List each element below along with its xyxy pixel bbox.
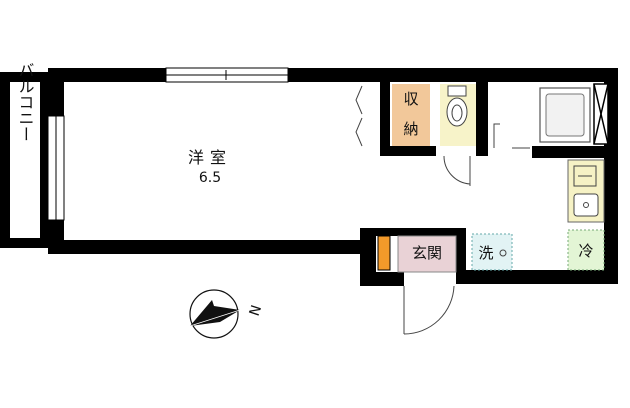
washer-space: 洗 [471,233,513,271]
bath-door-swing-icon [493,123,500,148]
closet-label-top: 収 [403,90,418,108]
shoe-box [377,235,391,271]
balcony: バルコニー [0,62,48,248]
drain-icon [499,249,507,257]
balcony-label: バルコニー [16,62,35,142]
compass-north-label: N [247,303,265,318]
toilet-icon [446,85,468,127]
western-room-label: 洋室 [188,148,232,167]
compass-icon: N [189,289,265,339]
closet-door-swing-icon [355,85,363,147]
washer-label: 洗 [478,244,493,262]
outer-walls [48,68,618,286]
western-room-size: 6.5 [199,170,221,186]
entrance-label: 玄関 [412,244,442,262]
fridge-space: 冷 [567,229,605,271]
toilet-room [440,84,476,186]
entrance-door-swing-icon [403,285,455,335]
sink-icon [573,193,599,217]
closet: 収 納 [392,84,430,146]
toilet-door-swing-icon [443,155,471,185]
closet-label-bottom: 納 [403,120,418,138]
bathtub-icon [539,87,591,143]
pipe-space [593,83,609,145]
entrance: 玄関 [377,235,457,335]
kitchen [567,159,605,223]
closet-fill [392,84,430,146]
stove-icon [573,165,597,187]
fridge-label: 冷 [578,242,593,260]
western-room: 洋室 6.5 [188,148,232,186]
bath-area [493,83,609,149]
window-icon [47,67,289,221]
